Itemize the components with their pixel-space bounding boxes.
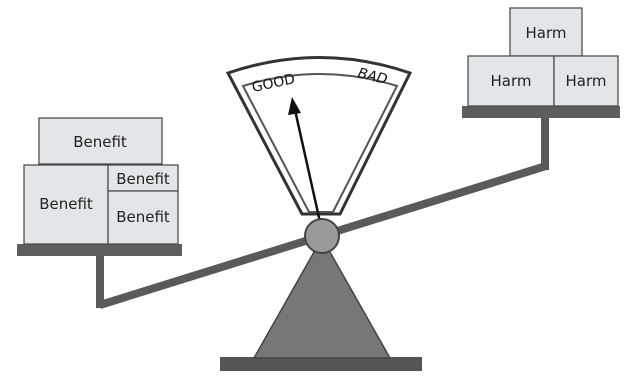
gauge-bad-label: BAD bbox=[356, 65, 389, 88]
benefit-box: Benefit bbox=[107, 190, 179, 245]
gauge-needle-tip bbox=[288, 97, 301, 115]
gauge-dial bbox=[225, 56, 413, 216]
harm-box: Harm bbox=[467, 55, 555, 107]
scale-pedestal bbox=[252, 236, 392, 359]
right-pan bbox=[462, 106, 620, 118]
svg-text:Benefit: Benefit bbox=[73, 133, 127, 151]
left-pan-post bbox=[96, 252, 104, 308]
svg-text:Harm: Harm bbox=[566, 72, 607, 90]
scale-base-plate bbox=[220, 357, 422, 371]
benefit-box: Benefit bbox=[107, 164, 179, 192]
svg-text:Benefit: Benefit bbox=[116, 208, 170, 226]
harm-box: Harm bbox=[553, 55, 619, 107]
svg-text:Harm: Harm bbox=[526, 24, 567, 42]
right-pan-post bbox=[541, 118, 549, 170]
scale-pivot bbox=[304, 218, 340, 254]
gauge-needle bbox=[293, 109, 322, 223]
benefit-box: Benefit bbox=[23, 164, 109, 245]
svg-text:Benefit: Benefit bbox=[116, 170, 170, 188]
svg-text:Harm: Harm bbox=[491, 72, 532, 90]
harm-box: Harm bbox=[509, 7, 583, 57]
benefit-box: Benefit bbox=[38, 117, 163, 165]
gauge-inner-arc bbox=[241, 73, 399, 213]
svg-text:Benefit: Benefit bbox=[39, 195, 93, 213]
left-pan bbox=[17, 244, 182, 256]
